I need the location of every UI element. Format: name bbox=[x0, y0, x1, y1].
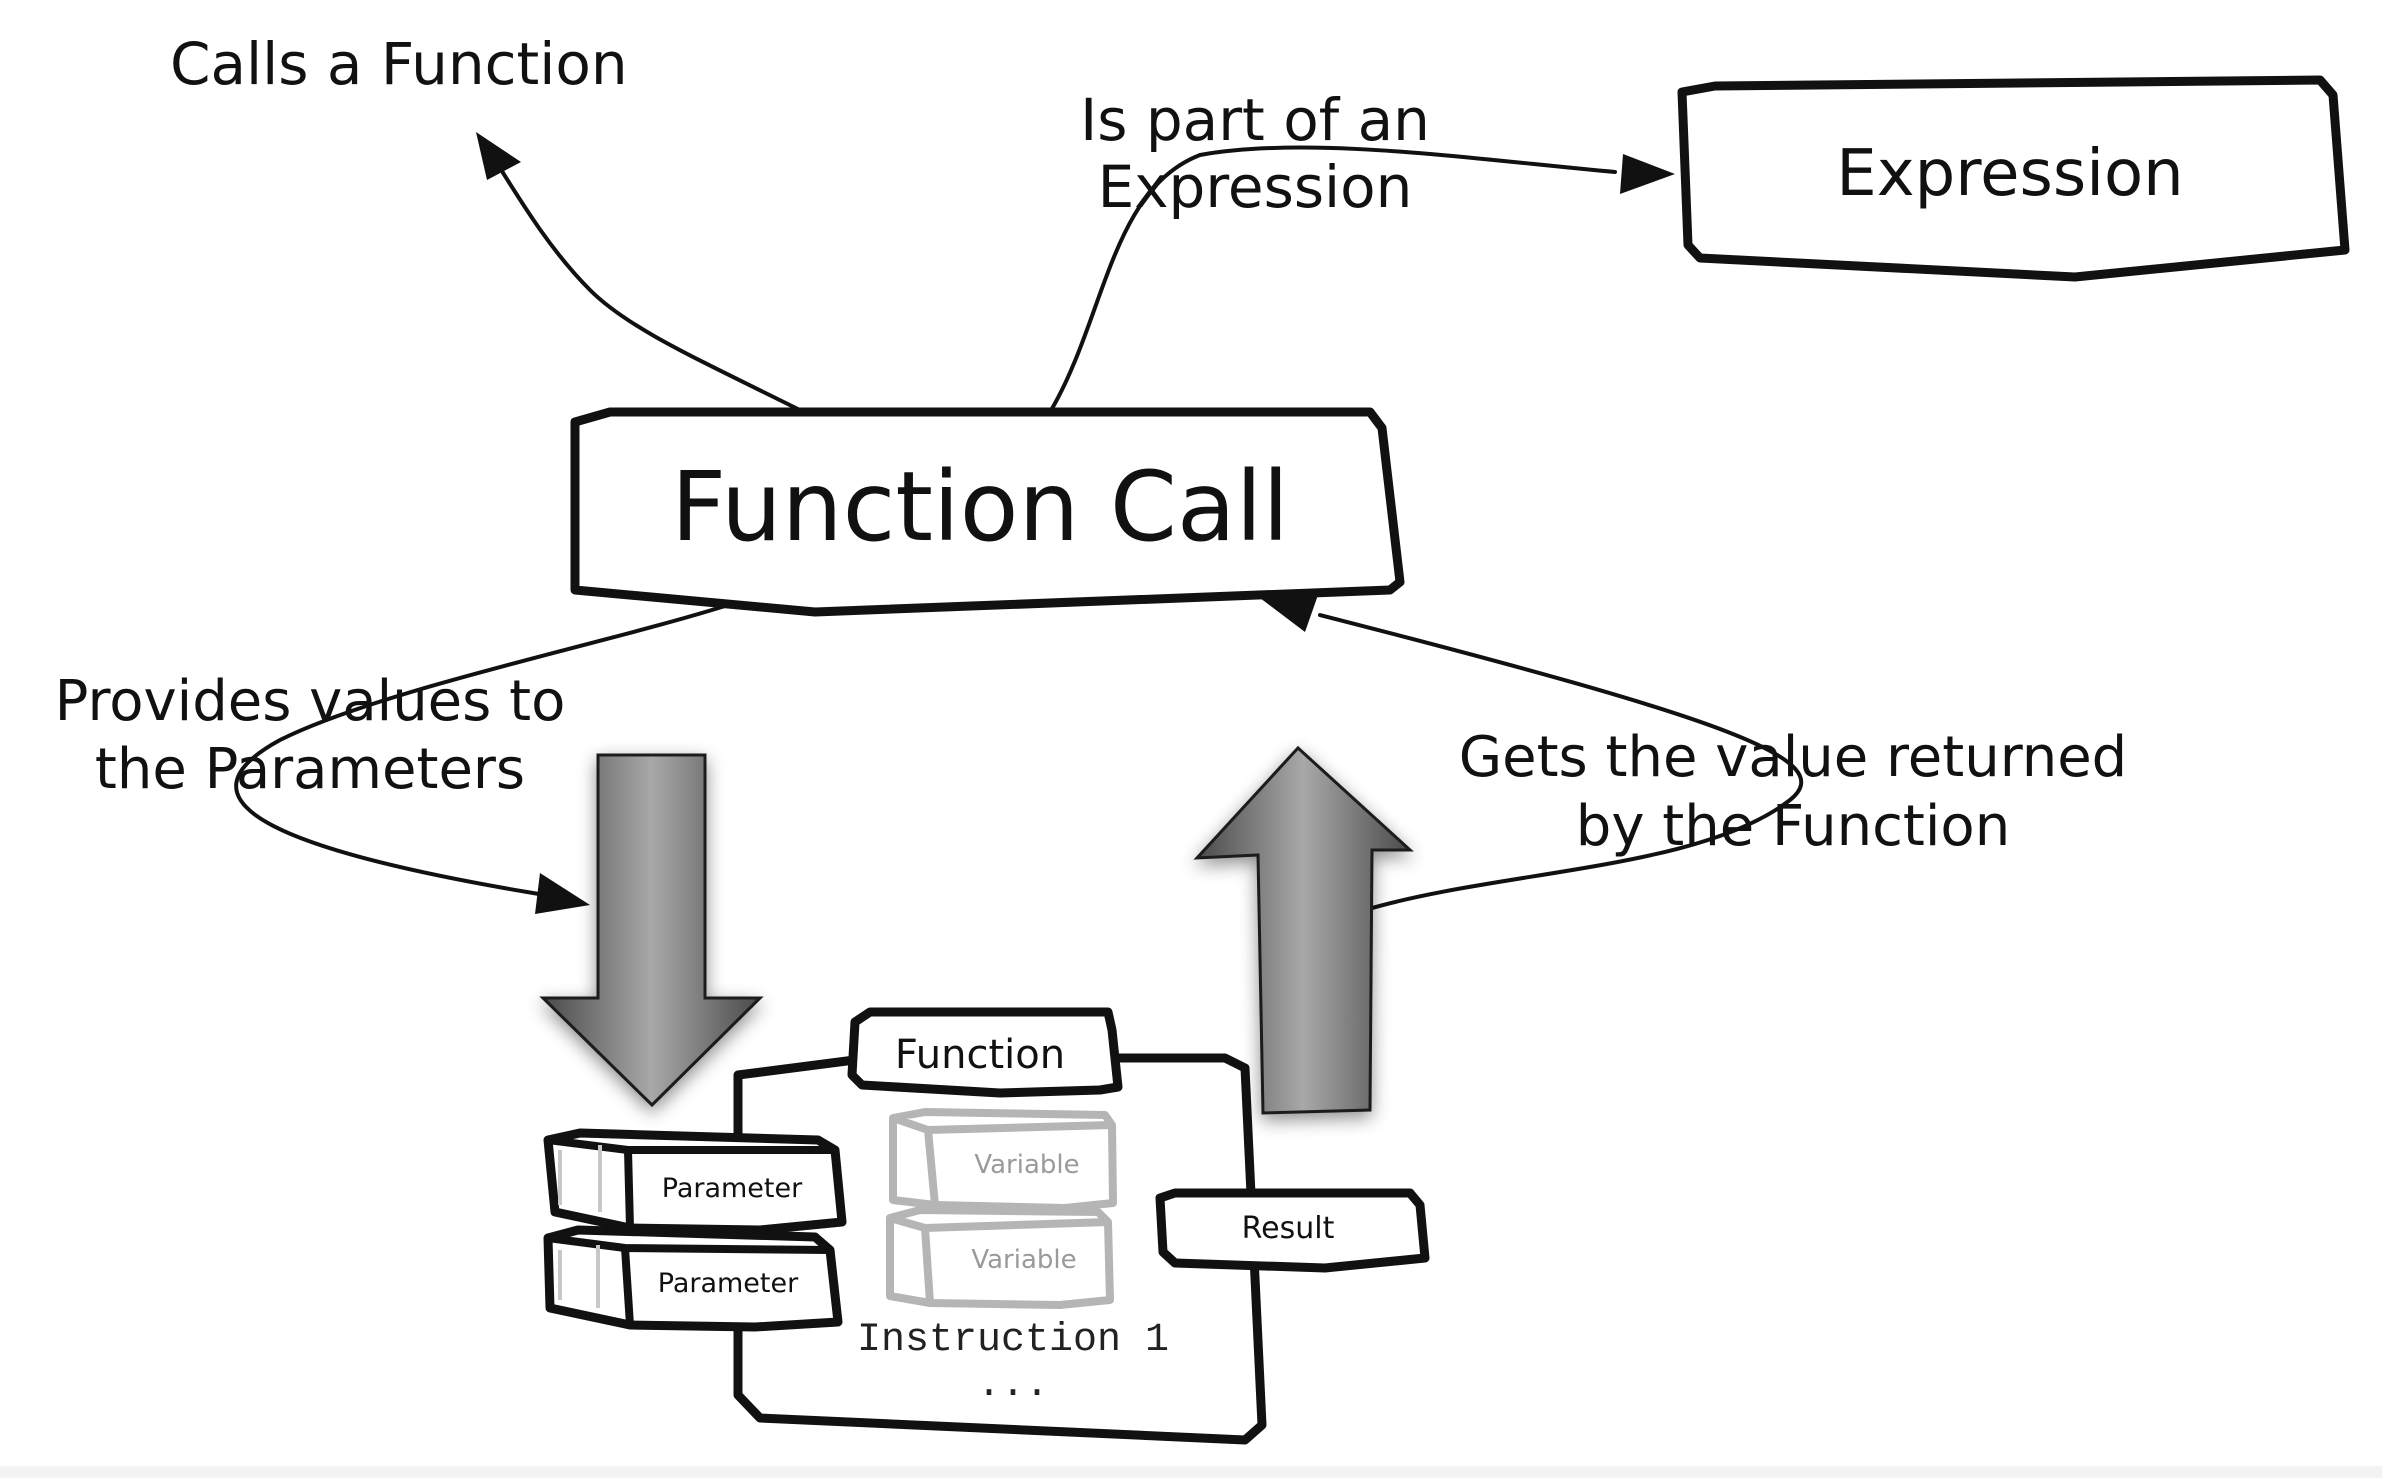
edge-calls-arrowhead bbox=[476, 132, 521, 180]
edge-provides-curve bbox=[234, 604, 727, 897]
edge-part-of-curve bbox=[1048, 145, 1617, 414]
function-title-tab: Function bbox=[847, 1007, 1123, 1098]
variable-box-1: Variable bbox=[889, 1108, 1117, 1212]
parameter-label-1: Parameter bbox=[662, 1173, 803, 1204]
down-arrow bbox=[539, 753, 764, 1108]
label-is-part-of-line2: Expression bbox=[1098, 153, 1413, 221]
parameter-box-1: Parameter bbox=[543, 1128, 847, 1235]
function-node: Variable Variable Instruction 1 ... bbox=[733, 1053, 1267, 1445]
label-gets-line1: Gets the value returned bbox=[1459, 725, 2127, 790]
instruction-line: Instruction 1 bbox=[857, 1318, 1169, 1363]
edge-gets-curve bbox=[1318, 613, 1804, 912]
label-gets-line2: by the Function bbox=[1576, 794, 2010, 859]
label-is-part-of-line1: Is part of an bbox=[1080, 86, 1430, 154]
variable-label-2: Variable bbox=[971, 1245, 1076, 1275]
edge-calls-curve bbox=[493, 158, 822, 422]
function-call-node-label: Function Call bbox=[671, 451, 1289, 563]
edge-gets-arrowhead bbox=[1260, 595, 1318, 632]
parameter-label-2: Parameter bbox=[658, 1268, 799, 1299]
label-provides-line1: Provides values to bbox=[55, 669, 566, 734]
expression-node-label: Expression bbox=[1836, 137, 2183, 211]
edge-provides-arrowhead bbox=[535, 873, 590, 914]
variable-label-1: Variable bbox=[974, 1150, 1079, 1180]
expression-node: Expression bbox=[1677, 75, 2350, 282]
label-calls-a-function: Calls a Function bbox=[170, 30, 628, 98]
result-label: Result bbox=[1242, 1211, 1335, 1246]
instruction-ellipsis: ... bbox=[977, 1363, 1049, 1408]
up-arrow bbox=[1193, 745, 1414, 1115]
variable-box-2: Variable bbox=[886, 1206, 1114, 1309]
result-node: Result bbox=[1155, 1188, 1430, 1273]
label-provides-line2: the Parameters bbox=[95, 737, 525, 802]
function-call-node: Function Call bbox=[570, 407, 1405, 617]
parameter-box-2: Parameter bbox=[543, 1225, 843, 1332]
function-title-label: Function bbox=[895, 1032, 1065, 1078]
bottom-edge-strip bbox=[0, 1466, 2382, 1478]
edge-part-of-arrowhead bbox=[1620, 154, 1675, 194]
